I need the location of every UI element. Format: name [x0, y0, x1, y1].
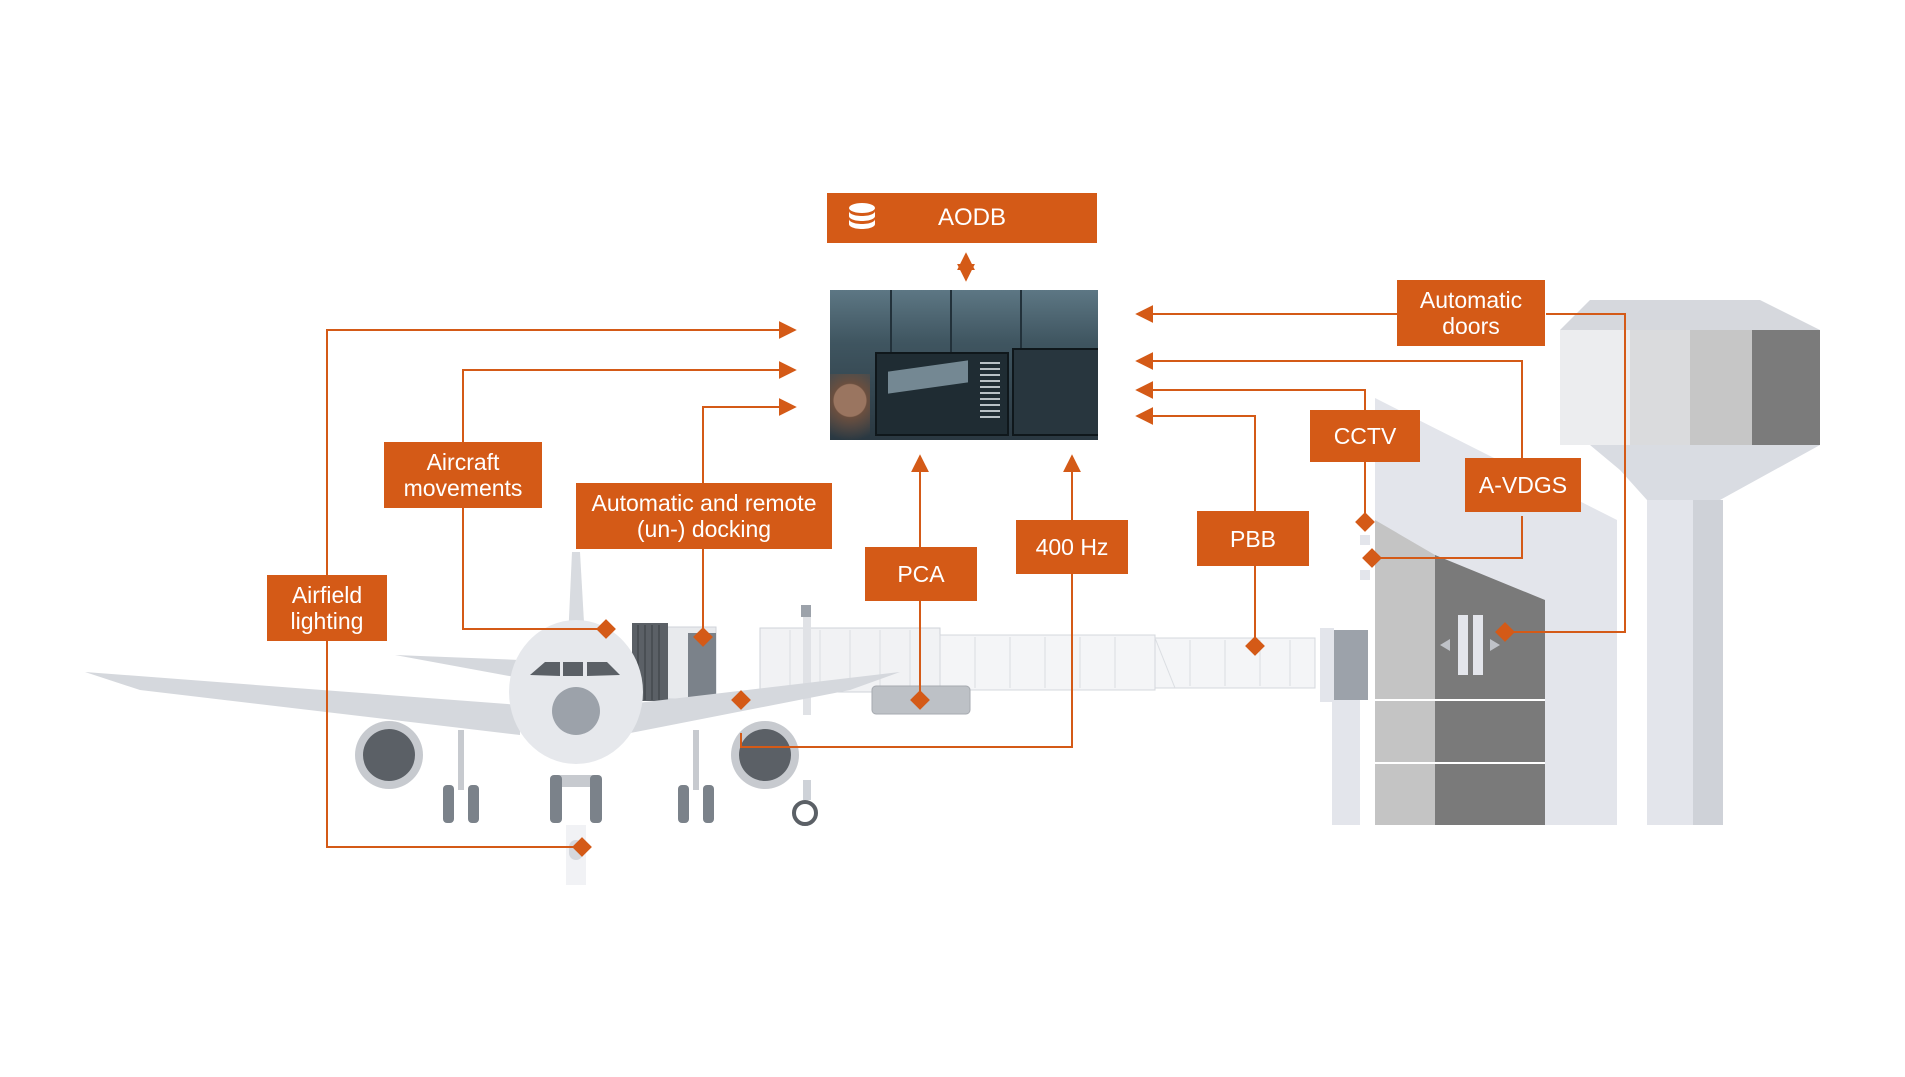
operator	[830, 374, 870, 440]
400hz-text: 400 Hz	[1035, 534, 1109, 560]
boarding-bridge	[632, 605, 1368, 826]
automatic-doors-text: Automatic doors	[1419, 287, 1523, 339]
cctv-label: CCTV	[1310, 410, 1420, 462]
400hz-label: 400 Hz	[1016, 520, 1128, 574]
pbb-label: PBB	[1197, 511, 1309, 566]
marker-automatic-doors	[1495, 622, 1515, 642]
control-tower	[1560, 300, 1820, 825]
aircraft-movements-label: Aircraft movements	[384, 442, 542, 508]
connector-lines	[326, 252, 1626, 848]
marker-pca	[910, 690, 930, 710]
aodb-label: AODB	[827, 193, 1097, 243]
marker-400hz	[731, 690, 751, 710]
marker-aircraft-movements	[596, 619, 616, 639]
marker-cctv	[1355, 512, 1375, 532]
automatic-doors-label: Automatic doors	[1397, 280, 1545, 346]
flight-list	[980, 362, 1000, 422]
airfield-lighting-text: Airfield lighting	[290, 582, 364, 634]
pca-text: PCA	[897, 561, 945, 587]
database-icon	[849, 203, 875, 229]
airfield-lighting-label: Airfield lighting	[267, 575, 387, 641]
monitor-secondary	[1012, 348, 1098, 436]
pbb-text: PBB	[1229, 525, 1277, 552]
pca-label: PCA	[865, 547, 977, 601]
operations-control-screen	[830, 290, 1098, 440]
marker-docking	[693, 627, 713, 647]
marker-pbb	[1245, 636, 1265, 656]
marker-airfield-lighting	[572, 837, 592, 857]
marker-a-vdgs	[1362, 548, 1382, 568]
automatic-docking-text: Automatic and remote (un-) docking	[591, 490, 817, 542]
aircraft	[85, 552, 900, 885]
automatic-docking-label: Automatic and remote (un-) docking	[576, 483, 832, 549]
connection-markers	[572, 512, 1515, 857]
a-vdgs-text: A-VDGS	[1478, 472, 1568, 498]
aircraft-movements-text: Aircraft movements	[403, 449, 523, 501]
a-vdgs-label: A-VDGS	[1465, 458, 1581, 512]
aodb-text: AODB	[937, 204, 1006, 231]
cctv-text: CCTV	[1333, 423, 1397, 449]
